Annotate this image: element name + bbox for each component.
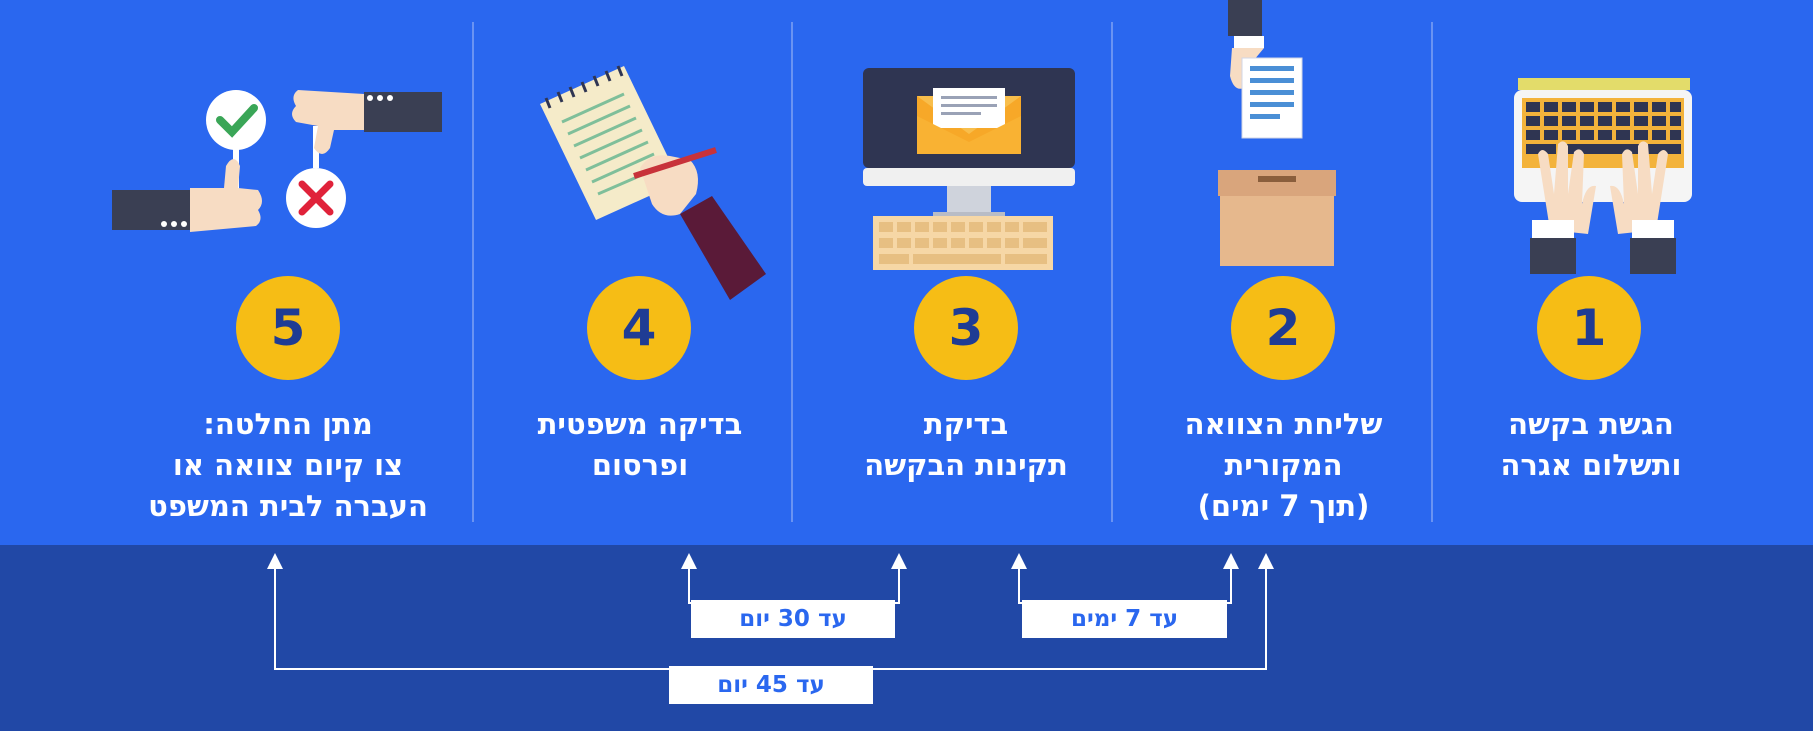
step-label-line: (תוך 7 ימים) [1197, 489, 1370, 523]
step-label: בדיקת תקינות הבקשה [826, 404, 1106, 486]
step-label-line: ותשלום אגרה [1500, 448, 1682, 482]
step-label: מתן החלטה: צו קיום צוואה או העברה לבית ה… [108, 404, 468, 527]
envelope-to-box-icon [1218, 0, 1336, 266]
step-label: שליחת הצוואה המקורית (תוך 7 ימים) [1141, 404, 1426, 527]
step-label-line: תקינות הבקשה [864, 448, 1068, 482]
step-number-badge: 2 [1231, 276, 1335, 380]
column-divider [1431, 22, 1433, 522]
step-number-badge: 4 [587, 276, 691, 380]
thumbs-up-down-icon [112, 90, 442, 232]
step-label-line: בדיקת [923, 407, 1009, 441]
step-number-badge: 5 [236, 276, 340, 380]
column-divider [472, 22, 474, 522]
computer-email-icon [863, 68, 1075, 270]
step-label: בדיקה משפטית ופרסום [505, 404, 775, 486]
column-divider [791, 22, 793, 522]
step-label-line: מתן החלטה: [203, 407, 373, 441]
laptop-typing-icon [1514, 78, 1692, 274]
step-label-line: בדיקה משפטית [537, 407, 743, 441]
step-label-line: המקורית [1224, 448, 1343, 482]
step-label-line: הגשת בקשה [1508, 407, 1674, 441]
timeline-arrows [267, 553, 1274, 670]
timeline-label-7-days: עד 7 ימים [1022, 600, 1227, 638]
timeline-label-30-days: עד 30 יום [691, 600, 895, 638]
column-divider [1111, 22, 1113, 522]
timeline-label-45-days: עד 45 יום [669, 666, 873, 704]
step-label: הגשת בקשה ותשלום אגרה [1471, 404, 1711, 486]
step-number-badge: 3 [914, 276, 1018, 380]
step-number-badge: 1 [1537, 276, 1641, 380]
step-label-line: צו קיום צוואה או [172, 448, 404, 482]
step-label-line: העברה לבית המשפט [148, 489, 428, 523]
timeline-panel [0, 545, 1813, 731]
step-label-line: ופרסום [591, 448, 689, 482]
step-label-line: שליחת הצוואה [1184, 407, 1383, 441]
signing-document-icon [540, 65, 766, 300]
